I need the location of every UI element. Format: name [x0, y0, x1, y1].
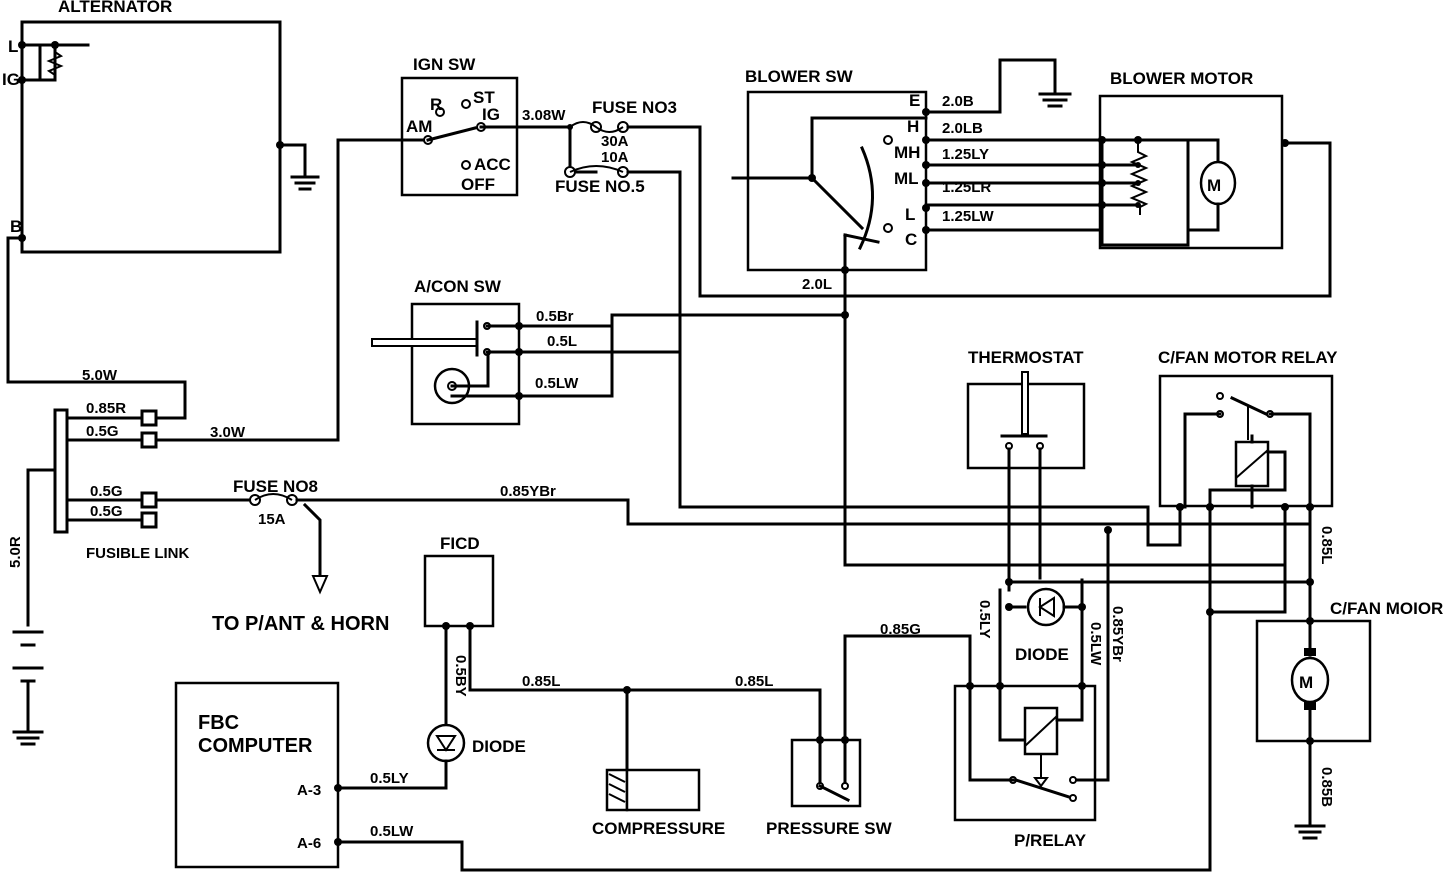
label-0-5br: 0.5Br	[536, 308, 574, 325]
label-2-0lb: 2.0LB	[942, 120, 983, 137]
fuse-no3-label: FUSE NO3	[592, 98, 677, 117]
fuse-no5-rating: 10A	[601, 149, 629, 166]
cfan-motor: C/FAN MOIOR M 0.85B	[1255, 578, 1443, 840]
label-0-5lw-acon: 0.5LW	[535, 375, 579, 392]
ign-terminal-r: R	[430, 95, 442, 114]
label-1-25lw: 1.25LW	[942, 208, 995, 225]
cfan-relay: C/FAN MOTOR RELAY 0.85L	[1158, 348, 1338, 614]
blower-motor-label: BLOWER MOTOR	[1110, 69, 1253, 88]
alternator: ALTERNATOR L IG B	[2, 0, 320, 254]
fuse-no8: FUSE NO8 15A 0.85YBr TO P/ANT & HORN	[154, 477, 1312, 635]
p-relay: 0.85G P/RELAY	[843, 588, 1097, 850]
wire-3-0w: 3.0W	[154, 138, 430, 442]
relay-wiring	[843, 505, 1312, 872]
fbc-terminal-a6: A-6	[297, 835, 321, 852]
fbc-label-line2: COMPUTER	[198, 735, 313, 757]
label-0-85l-a: 0.85L	[522, 673, 560, 690]
alternator-label: ALTERNATOR	[58, 0, 172, 16]
wire-fuse3-out	[626, 125, 1332, 298]
label-1-25lr: 1.25LR	[942, 179, 991, 196]
fuse-no8-rating: 15A	[258, 511, 286, 528]
label-2-0b: 2.0B	[942, 93, 974, 110]
ign-sw-label: IGN SW	[413, 55, 476, 74]
diode-bottom: DIODE	[336, 723, 526, 790]
label-0-5by: 0.5BY	[452, 655, 469, 697]
ign-terminal-off: OFF	[461, 175, 495, 194]
fusible-link: 0.85R 0.5G 0.5G 0.5G FUSIBLE LINK	[53, 400, 189, 562]
label-0-85ybr-v: 0.85YBr	[1109, 606, 1126, 662]
label-3-0w: 3.0W	[210, 424, 246, 441]
compressor: COMPRESSURE	[592, 688, 725, 838]
blower-sw-label: BLOWER SW	[745, 67, 854, 86]
fbc-computer: FBC COMPUTER A-3 A-6 0.5LY 0.5LW	[174, 681, 1212, 872]
to-pant-horn-label: TO P/ANT & HORN	[212, 613, 389, 635]
wire-fuse5-out	[626, 170, 1182, 547]
blower-switch: BLOWER SW E H MH ML L C	[731, 67, 930, 320]
cfan-motor-label: C/FAN MOIOR	[1330, 599, 1443, 618]
ign-terminal-ig: IG	[482, 105, 500, 124]
bsw-terminal-c: C	[905, 230, 917, 249]
label-0-85l-v: 0.85L	[1318, 526, 1335, 564]
label-0-5g-c: 0.5G	[90, 503, 123, 520]
acon-sw-label: A/CON SW	[414, 277, 502, 296]
label-5-0w: 5.0W	[82, 367, 118, 384]
label-0-5l: 0.5L	[547, 333, 577, 350]
label-2-0l: 2.0L	[802, 276, 832, 293]
label-0-5lw-v: 0.5LW	[1087, 622, 1104, 666]
bsw-terminal-mh: MH	[894, 143, 920, 162]
acon-wires: 0.5Br 0.5L 0.5LW	[517, 308, 849, 567]
pressure-sw-label: PRESSURE SW	[766, 819, 893, 838]
thermostat-label: THERMOSTAT	[968, 348, 1084, 367]
label-0-5g-a: 0.5G	[86, 423, 119, 440]
label-0-85b-v: 0.85B	[1318, 767, 1335, 807]
alt-terminal-l: L	[8, 37, 18, 56]
fusible-link-label: FUSIBLE LINK	[86, 545, 189, 562]
wire-5-0w: 5.0W	[6, 236, 187, 420]
label-0-5ly-v: 0.5LY	[976, 600, 993, 639]
label-0-5ly-fbc: 0.5LY	[370, 770, 409, 787]
bsw-terminal-l: L	[905, 205, 915, 224]
fbc-terminal-a3: A-3	[297, 782, 321, 799]
ign-terminal-acc: ACC	[474, 155, 511, 174]
fbc-label-line1: FBC	[198, 712, 239, 734]
fuse-no8-label: FUSE NO8	[233, 477, 318, 496]
diode-top-label: DIODE	[1015, 645, 1069, 664]
fuse-no3-rating: 30A	[601, 133, 629, 150]
label-0-85ybr-h: 0.85YBr	[500, 483, 556, 500]
ign-terminal-st: ST	[473, 88, 495, 107]
label-5-0r: 5.0R	[7, 536, 24, 568]
pressure-switch: PRESSURE SW	[766, 736, 893, 838]
alt-terminal-b: B	[10, 217, 22, 236]
thermostat: THERMOSTAT	[966, 348, 1086, 592]
acon-switch: A/CON SW	[371, 277, 523, 426]
label-3-08w: 3.08W	[522, 107, 566, 124]
p-relay-label: P/RELAY	[1014, 831, 1087, 850]
alt-terminal-ig: IG	[2, 70, 20, 89]
bsw-terminal-ml: ML	[894, 169, 919, 188]
blower-motor: BLOWER MOTOR M	[1098, 69, 1289, 250]
blower-motor-m: M	[1207, 176, 1221, 195]
cfan-relay-label: C/FAN MOTOR RELAY	[1158, 348, 1338, 367]
bsw-terminal-h: H	[907, 117, 919, 136]
ficd-label: FICD	[440, 534, 480, 553]
label-0-5g-b: 0.5G	[90, 483, 123, 500]
battery: 5.0R	[7, 468, 57, 746]
label-0-5lw-fbc: 0.5LW	[370, 823, 414, 840]
fuse-no5-label: FUSE NO.5	[555, 177, 645, 196]
diode-top: DIODE 0.5LY 0.5LW 0.85YBr	[976, 578, 1126, 688]
ficd: FICD 0.5BY 0.85L 0.85L	[423, 534, 822, 742]
label-0-85r: 0.85R	[86, 400, 126, 417]
bsw-terminal-e: E	[909, 91, 920, 110]
cfan-motor-m: M	[1299, 673, 1313, 692]
diode-bottom-label: DIODE	[472, 737, 526, 756]
label-0-85g: 0.85G	[880, 621, 921, 638]
ign-switch: IGN SW R ST AM IG ACC OFF	[400, 55, 519, 197]
fuses-3-5: FUSE NO3 30A 10A FUSE NO.5	[555, 98, 677, 196]
compressure-label: COMPRESSURE	[592, 819, 725, 838]
label-1-25ly: 1.25LY	[942, 146, 989, 163]
wire-3-08w: 3.08W	[479, 107, 629, 178]
label-0-85l-b: 0.85L	[735, 673, 773, 690]
ign-terminal-am: AM	[406, 117, 432, 136]
